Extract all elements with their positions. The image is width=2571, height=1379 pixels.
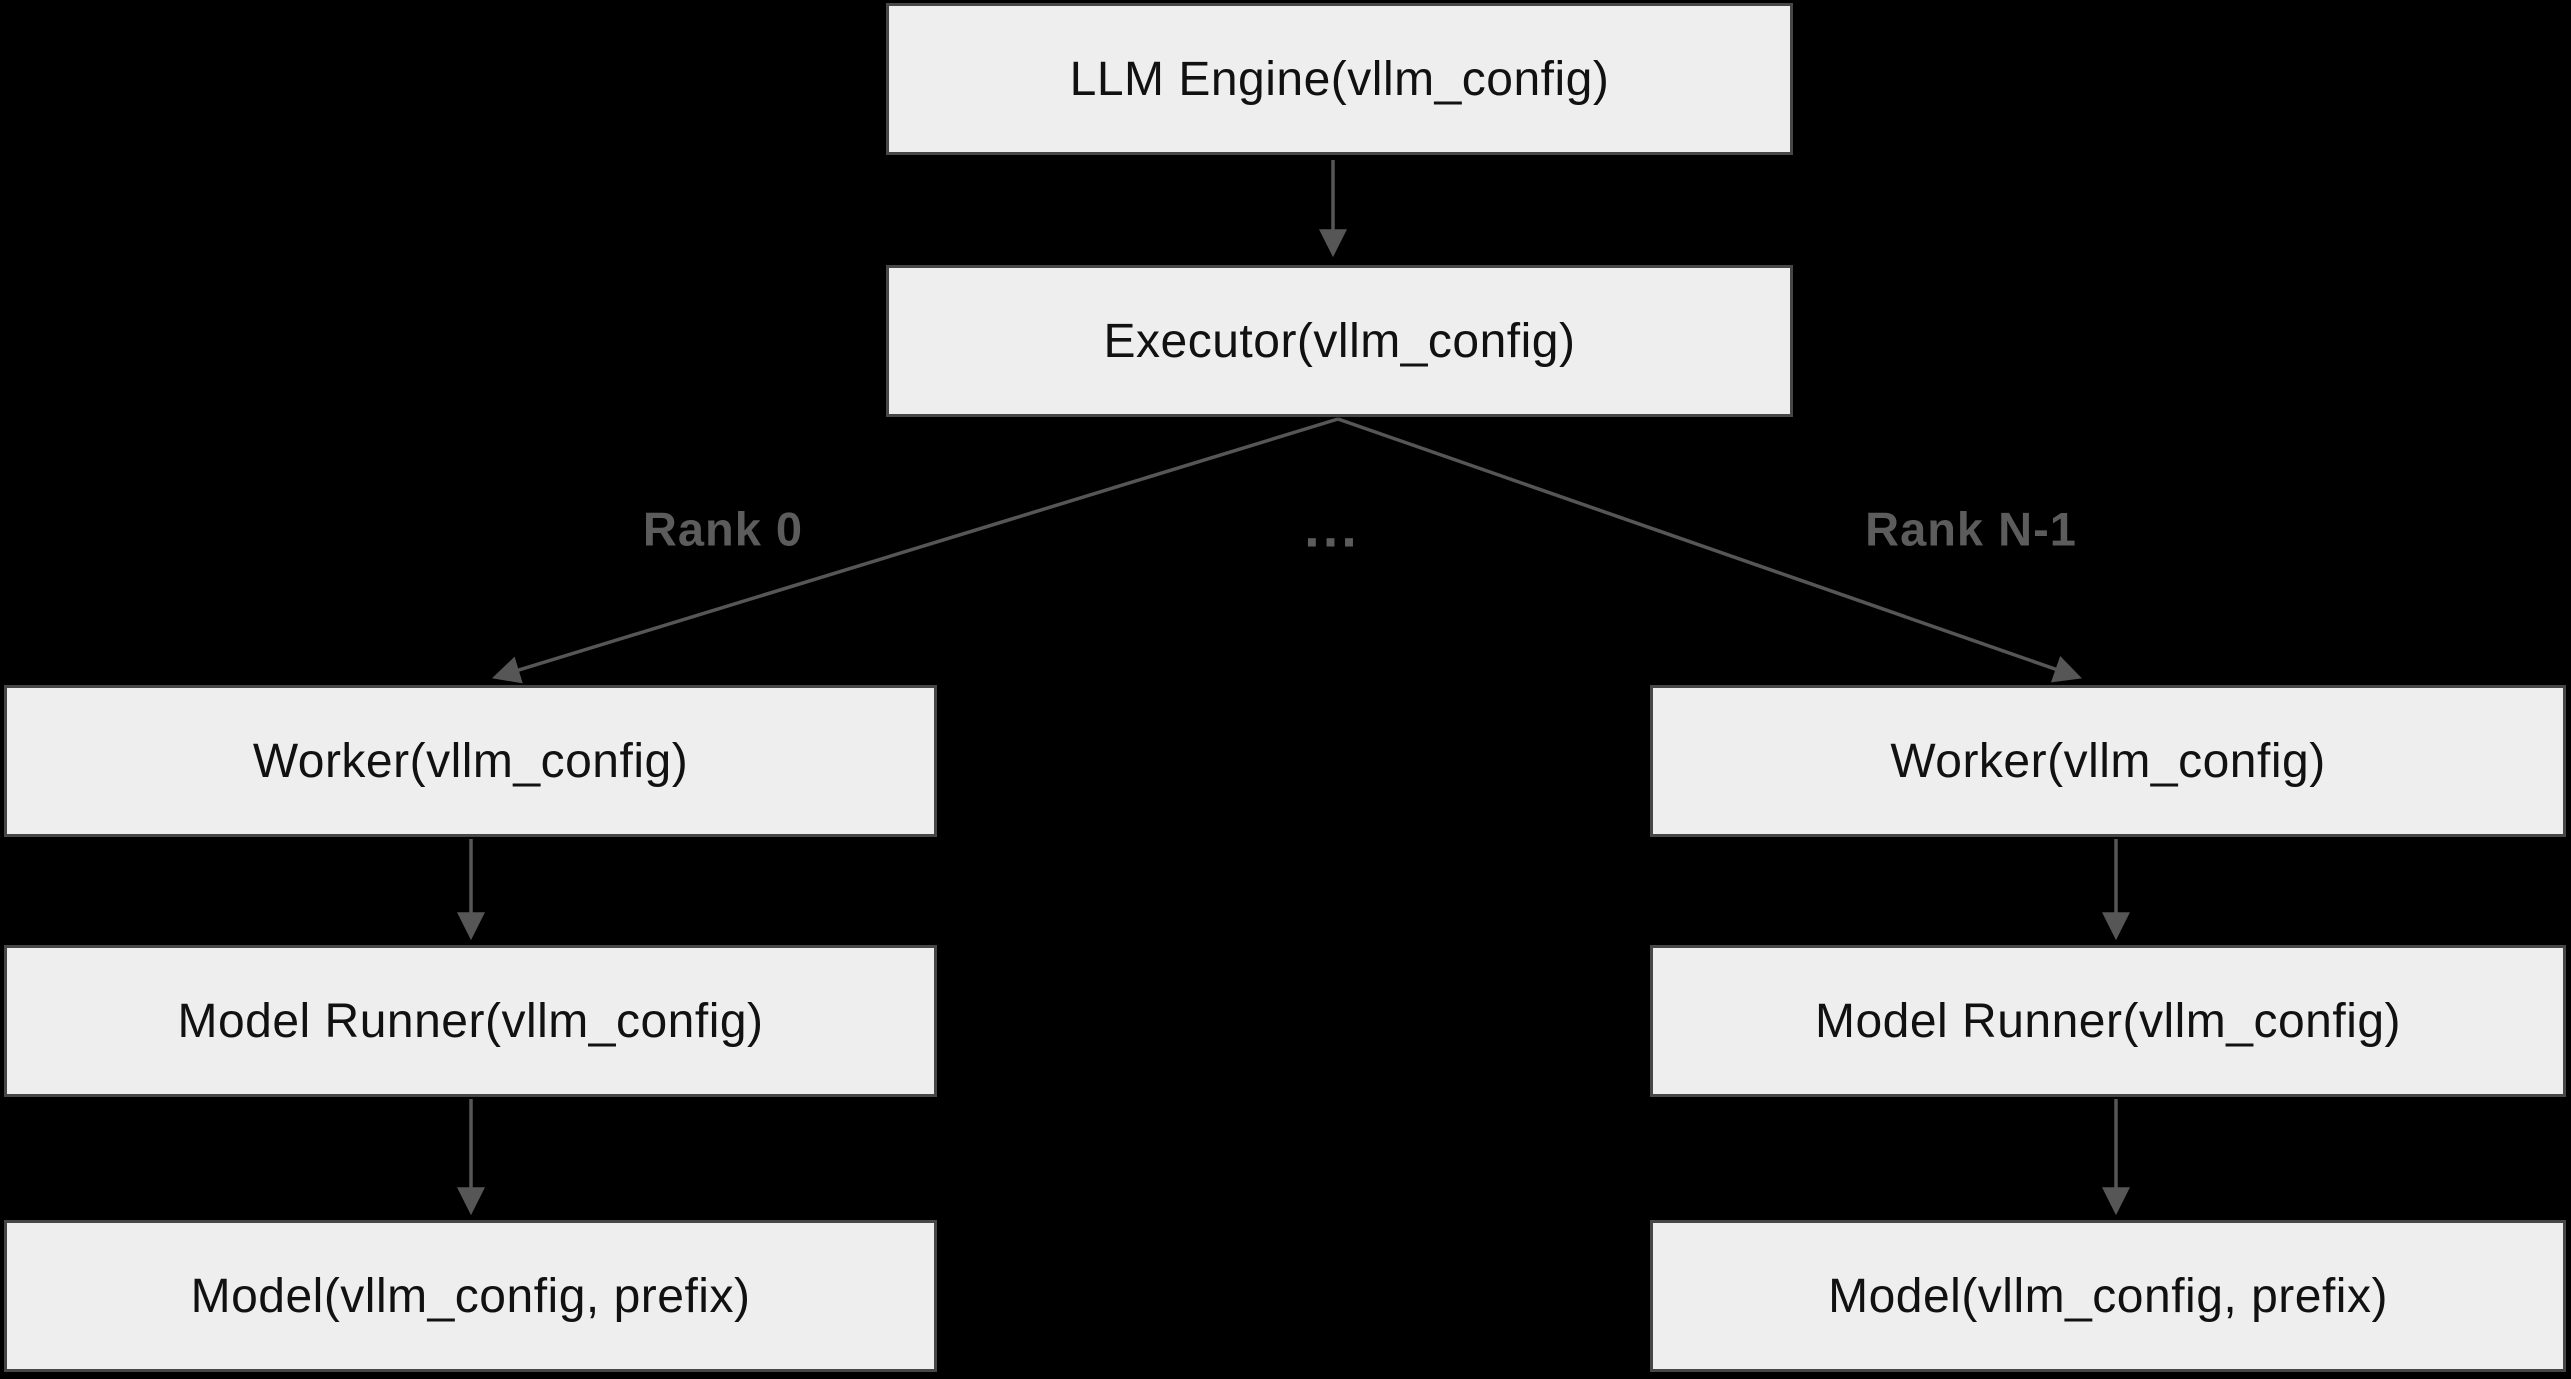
arrow-executor-to-worker-right [1337, 417, 2082, 683]
node-model-runner-rank0: Model Runner(vllm_config) [4, 945, 937, 1097]
edge-label-rank-0-text: Rank 0 [642, 502, 804, 556]
node-model-runner-rankn: Model Runner(vllm_config) [1650, 945, 2566, 1097]
node-worker-rankn: Worker(vllm_config) [1650, 685, 2566, 837]
node-worker-rankn-label: Worker(vllm_config) [1890, 734, 2326, 788]
edge-label-rank-n-1-text: Rank N-1 [1865, 502, 2077, 556]
node-executor: Executor(vllm_config) [886, 265, 1793, 417]
edge-label-rank-n-1: Rank N-1 [1865, 502, 2077, 557]
node-model-rank0: Model(vllm_config, prefix) [4, 1220, 937, 1372]
node-worker-rank0-label: Worker(vllm_config) [252, 734, 689, 788]
node-model-runner-rank0-label: Model Runner(vllm_config) [177, 994, 764, 1048]
node-executor-label: Executor(vllm_config) [1103, 314, 1576, 368]
arrow-executor-to-worker-left [491, 417, 1339, 684]
edge-label-ellipsis: ... [1304, 495, 1360, 560]
node-llm-engine: LLM Engine(vllm_config) [886, 3, 1793, 155]
node-model-rankn: Model(vllm_config, prefix) [1650, 1220, 2566, 1372]
edge-label-ellipsis-text: ... [1304, 495, 1360, 559]
node-llm-engine-label: LLM Engine(vllm_config) [1069, 52, 1610, 106]
node-worker-rank0: Worker(vllm_config) [4, 685, 937, 837]
node-model-rankn-label: Model(vllm_config, prefix) [1828, 1269, 2388, 1323]
node-model-runner-rankn-label: Model Runner(vllm_config) [1814, 994, 2402, 1048]
edge-label-rank-0: Rank 0 [643, 502, 803, 557]
node-model-rank0-label: Model(vllm_config, prefix) [190, 1269, 751, 1323]
